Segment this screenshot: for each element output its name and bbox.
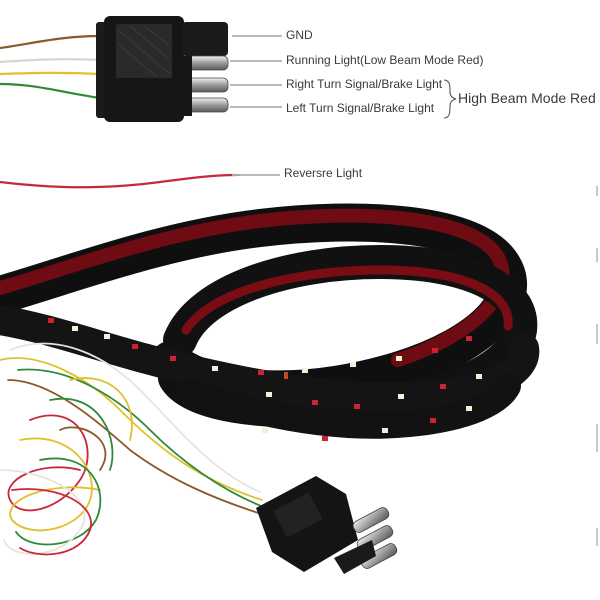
wire-white: [0, 58, 102, 64]
right-turn-label: Right Turn Signal/Brake Light: [286, 77, 443, 91]
wire-brown: [0, 34, 102, 50]
wire-green: [0, 82, 102, 100]
high-beam-label: High Beam Mode Red: [458, 90, 596, 106]
leader-lines: [230, 35, 282, 176]
top-wires: [0, 34, 102, 100]
left-turn-label: Left Turn Signal/Brake Light: [286, 101, 435, 115]
led-chips: [48, 318, 482, 441]
led-strip: [0, 203, 540, 441]
running-light-label: Running Light(Low Beam Mode Red): [286, 53, 484, 67]
top-connector: [96, 16, 229, 122]
high-beam-brace: [443, 79, 457, 119]
reverse-wire: [0, 173, 237, 189]
bottom-wires: [0, 342, 269, 556]
reverse-light-label: Reversre Light: [284, 166, 363, 180]
bottom-connector: [256, 476, 398, 574]
gnd-label: GND: [286, 28, 313, 42]
edge-artifacts: [596, 186, 598, 546]
wire-yellow: [0, 71, 102, 76]
